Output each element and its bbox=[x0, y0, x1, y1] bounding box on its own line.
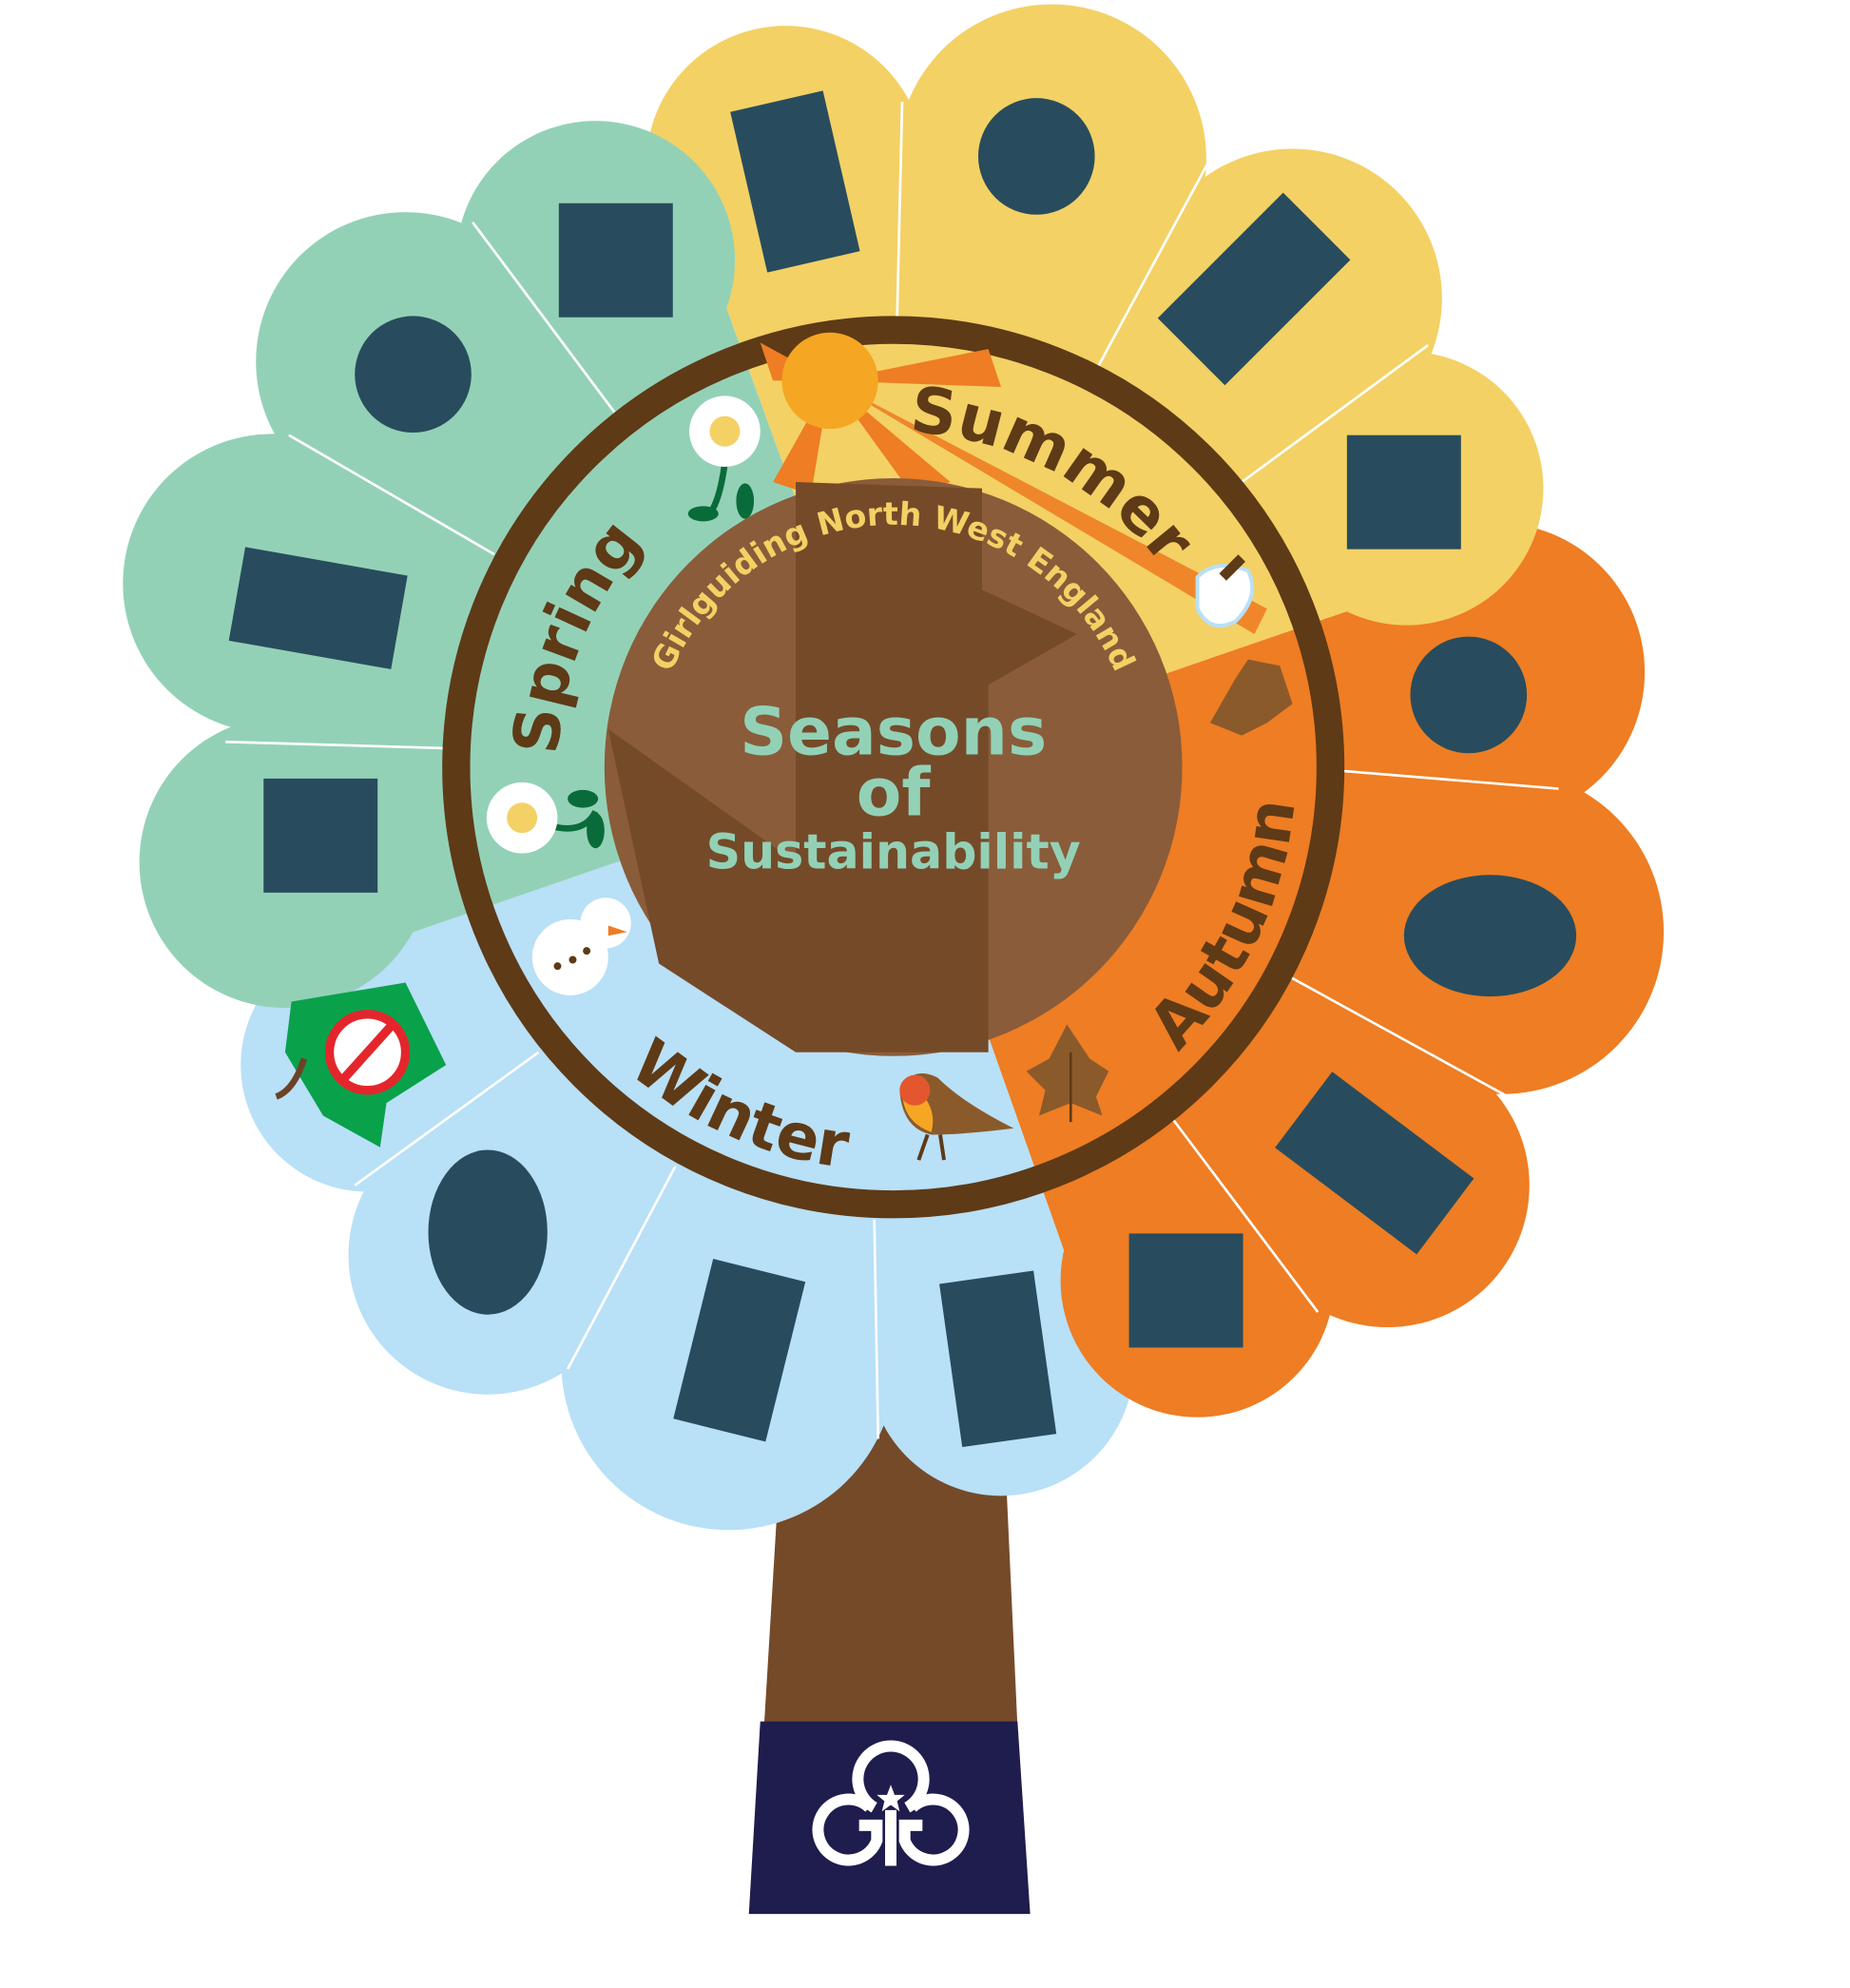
autumn-placeholder-2[interactable] bbox=[1403, 875, 1577, 997]
title-line-1: Seasons bbox=[740, 695, 1047, 771]
ice-cream-icon bbox=[1195, 554, 1255, 628]
summer-placeholder-4[interactable] bbox=[1346, 434, 1461, 550]
winter-placeholder-1[interactable] bbox=[428, 1149, 548, 1315]
winter-placeholder-2[interactable] bbox=[673, 1259, 806, 1442]
winter-placeholder-3[interactable] bbox=[939, 1270, 1057, 1448]
no-fast-fashion-icon bbox=[275, 982, 447, 1148]
sun-icon bbox=[760, 332, 1267, 634]
season-ring bbox=[442, 316, 1345, 1219]
summer-placeholder-1[interactable] bbox=[730, 90, 860, 273]
girlguiding-trefoil-logo bbox=[812, 1740, 970, 1866]
spring-placeholder-1[interactable] bbox=[558, 203, 673, 318]
autumn-placeholder-4[interactable] bbox=[1128, 1233, 1243, 1348]
centre-badge bbox=[604, 478, 1183, 1056]
flower-icon bbox=[687, 396, 761, 522]
leaf-icon bbox=[1026, 1024, 1109, 1123]
summer-placeholder-3[interactable] bbox=[1157, 192, 1351, 386]
summer-placeholder-2[interactable] bbox=[977, 98, 1095, 215]
title-line-3: Sustainability bbox=[706, 824, 1081, 880]
flower-icon bbox=[486, 782, 605, 854]
title-line-2: of bbox=[857, 756, 932, 832]
spring-placeholder-4[interactable] bbox=[263, 778, 378, 893]
spring-placeholder-2[interactable] bbox=[355, 316, 472, 434]
leaf-icon bbox=[1209, 659, 1293, 736]
petal-dividers bbox=[225, 102, 1559, 1439]
robin-icon bbox=[899, 1073, 1014, 1161]
snowman-icon bbox=[531, 897, 631, 995]
autumn-placeholder-3[interactable] bbox=[1275, 1071, 1474, 1255]
autumn-placeholder-1[interactable] bbox=[1410, 636, 1528, 754]
activity-placeholders bbox=[228, 90, 1577, 1448]
spring-placeholder-3[interactable] bbox=[228, 547, 408, 669]
